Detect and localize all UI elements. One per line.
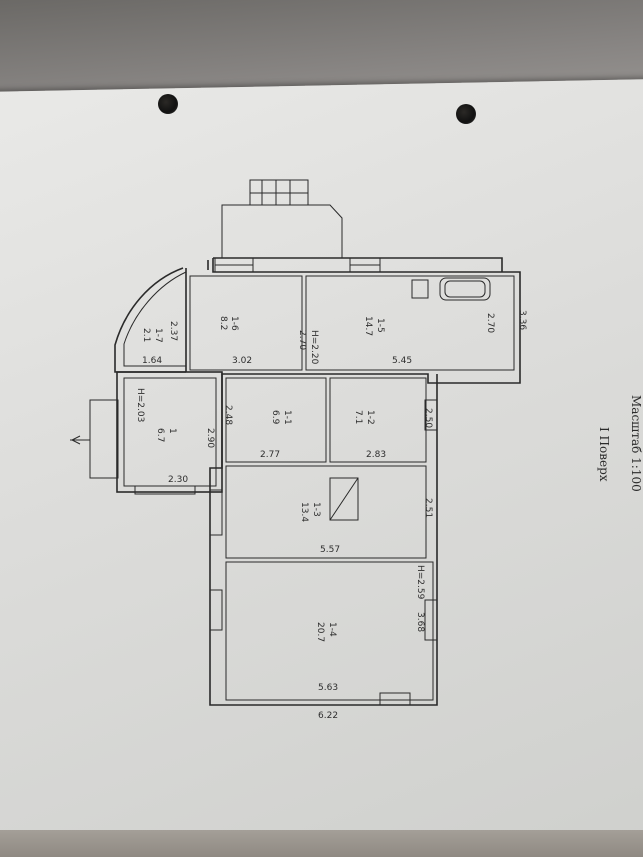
room-id: 1-6 [229,316,239,331]
dim-label: 2.50 [423,408,433,428]
height-label: H=2.20 [309,330,319,365]
dim-label: 2.30 [168,475,188,485]
stairs-icon [329,477,359,521]
dim-label: 2.90 [205,428,215,448]
windows [134,257,438,706]
dim-label: 6.22 [318,711,338,721]
room-area: 6.9 [270,410,280,425]
room-id: 1-2 [365,410,375,425]
dim-label: 2.51 [423,498,433,518]
room-id: 1 [167,428,177,434]
dim-label: 5.57 [320,545,340,555]
room-id: 1-7 [153,328,163,343]
height-label: H=2.59 [415,565,425,600]
dim-label: 3.02 [232,356,252,366]
porch [70,179,343,479]
table-edge [0,830,643,857]
scale-label: Масштаб 1:100 [629,395,643,492]
dim-label: 2.70 [485,313,495,333]
curved-wall [114,267,186,373]
room-area: 7.1 [353,410,363,424]
sink-icon [411,279,429,299]
dim-label: 3.68 [415,612,425,632]
dim-label: 1.64 [142,356,162,366]
room-area: 6.7 [155,428,165,442]
dim-label: 2.48 [223,405,233,425]
binder-hole-icon [456,104,476,124]
bathtub-icon [439,277,491,301]
room-area: 2.1 [141,328,151,342]
room-id: 1-4 [327,622,337,637]
room-id: 1-1 [282,410,292,425]
floor-label: I Поверх [597,427,611,482]
room-area: 20.7 [315,622,325,642]
room-area: 8.2 [218,316,228,330]
dim-label: 2.70 [297,330,307,350]
dim-label: 2.83 [366,450,386,460]
dim-label: 2.77 [260,450,280,460]
dim-label: 5.63 [318,683,338,693]
room-id: 1-5 [375,318,385,333]
dim-label: 5.45 [392,356,412,366]
interior-walls [189,275,515,701]
exterior-walls [114,257,521,706]
height-label: H=2.03 [135,388,145,422]
dim-label: 3.36 [517,310,527,330]
room-id: 1-3 [311,502,321,517]
binder-hole-icon [158,94,178,114]
room-area: 14.7 [363,316,373,336]
dim-label: 2.37 [168,321,178,341]
room-area: 13.4 [299,502,309,522]
